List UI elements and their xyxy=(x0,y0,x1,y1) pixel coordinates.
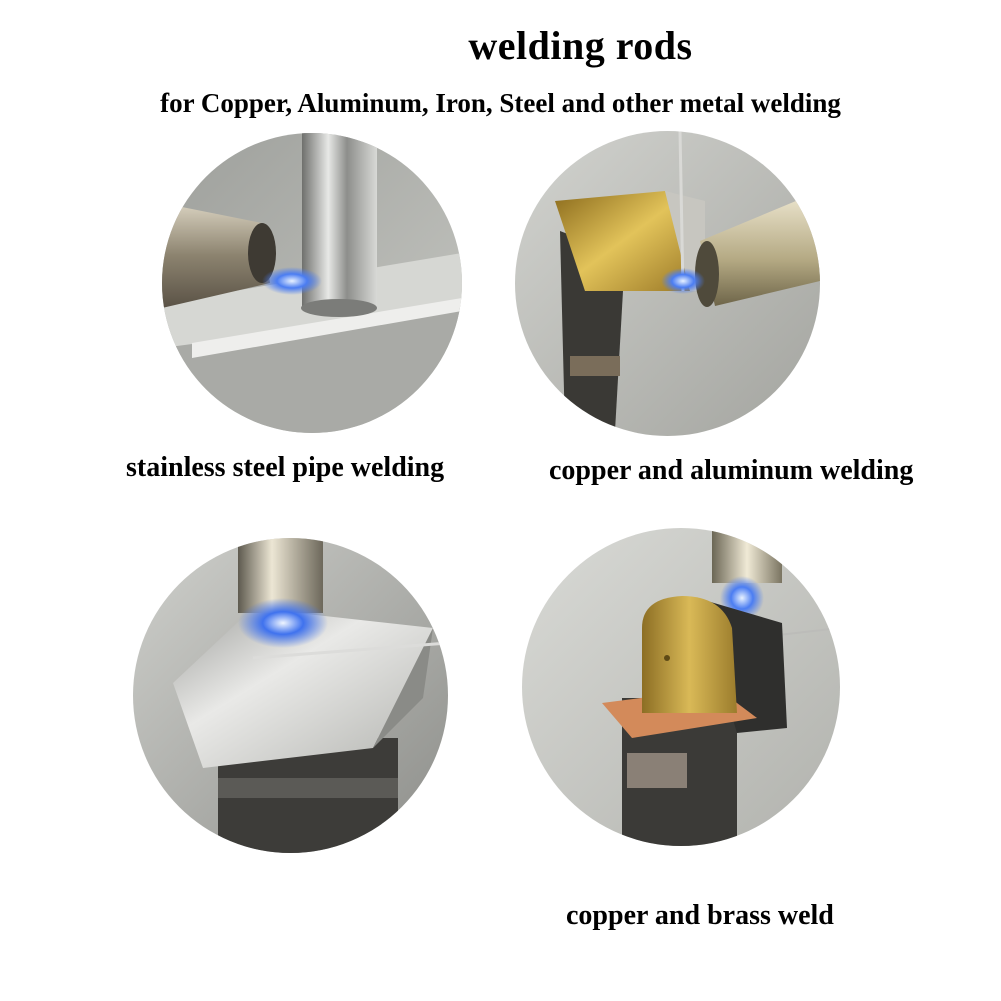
caption-copper-brass-weld: copper and brass weld xyxy=(566,900,834,931)
stainless-steel-pipe-welding-photo xyxy=(162,133,462,433)
sheet-welding-photo xyxy=(133,538,448,853)
caption-stainless-steel-pipe-welding: stainless steel pipe welding xyxy=(126,452,445,483)
page-title: welding rods xyxy=(468,23,693,68)
caption-copper-aluminum-welding: copper and aluminum welding xyxy=(549,455,914,486)
copper-brass-weld-photo xyxy=(522,528,840,846)
page-subtitle: for Copper, Aluminum, Iron, Steel and ot… xyxy=(160,88,841,118)
copper-aluminum-welding-photo xyxy=(515,131,820,436)
